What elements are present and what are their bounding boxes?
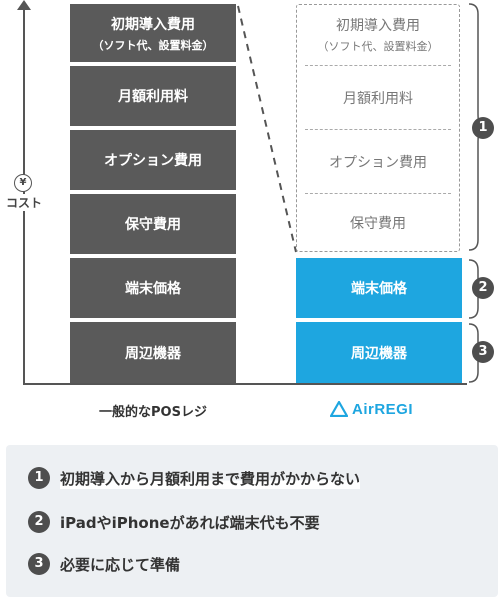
cost-axis-label: コスト [4,194,44,211]
y-axis-arrow-icon [17,0,31,10]
general-box-label: 月額利用料 [118,89,188,105]
airregi-dashed-label: 月額利用料 [343,91,413,107]
yen-icon: ¥ [14,174,32,192]
general-box-monthly-fee: 月額利用料 [70,66,236,126]
general-pos-label: 一般的なPOSレジ [99,405,207,420]
connector-dashed-line [237,5,297,253]
general-box-label: オプション費用 [104,153,202,169]
dashed-separator [305,65,451,66]
note-row: 1 初期導入から月額利用まで費用がかからない [28,467,361,489]
general-box-option-cost: オプション費用 [70,130,236,190]
badge-2: 2 [472,277,494,299]
airregi-logo-text: AirREGI [352,400,414,418]
airregi-box-terminal-price: 端末価格 [296,258,462,318]
general-box-peripherals: 周辺機器 [70,322,236,383]
notes-panel: 1 初期導入から月額利用まで費用がかからない 2 iPadやiPhoneがあれば… [6,445,498,597]
general-box-label: 周辺機器 [125,345,181,362]
airregi-dashed-sublabel: （ソフト代、設置料金） [317,39,439,53]
note-number: 1 [28,467,50,489]
airregi-dashed-monthly-fee: 月額利用料 [297,67,459,129]
note-text: iPadやiPhoneがあれば端末代も不要 [60,513,320,532]
badge-3: 3 [472,341,494,363]
right-brackets [468,3,485,383]
airregi-dashed-label: オプション費用 [329,155,427,171]
general-box-label: 保守費用 [125,217,181,233]
general-box-label: 初期導入費用 [111,16,195,33]
airregi-dashed-label: 保守費用 [350,216,406,232]
general-box-terminal-price: 端末価格 [70,258,236,318]
airregi-dashed-maintenance-cost: 保守費用 [297,195,459,251]
general-box-sublabel: （ソフト代、設置料金） [92,38,214,52]
airregi-logo-icon [330,401,348,417]
airregi-dashed-label: 初期導入費用 [336,17,420,34]
airregi-dashed-initial-cost: 初期導入費用 （ソフト代、設置料金） [297,5,459,63]
x-axis-line [23,383,467,385]
airregi-box-peripherals: 周辺機器 [296,322,462,383]
airregi-dashed-option-cost: オプション費用 [297,131,459,193]
note-row: 2 iPadやiPhoneがあれば端末代も不要 [28,511,320,533]
dashed-separator [305,129,451,130]
airregi-logo: AirREGI [330,397,450,421]
note-row: 3 必要に応じて準備 [28,553,180,575]
note-number: 2 [28,511,50,533]
note-text: 初期導入から月額利用まで費用がかからない [60,467,361,489]
note-text: 必要に応じて準備 [60,555,181,574]
airregi-free-cost-group: 初期導入費用 （ソフト代、設置料金） 月額利用料 オプション費用 保守費用 [296,4,460,252]
dashed-separator [305,193,451,194]
airregi-box-label: 周辺機器 [351,345,407,362]
general-box-maintenance-cost: 保守費用 [70,194,236,254]
airregi-box-label: 端末価格 [351,281,407,297]
badge-1: 1 [472,117,494,139]
note-number: 3 [28,553,50,575]
general-box-initial-cost: 初期導入費用 （ソフト代、設置料金） [70,4,236,62]
general-box-label: 端末価格 [125,281,181,297]
